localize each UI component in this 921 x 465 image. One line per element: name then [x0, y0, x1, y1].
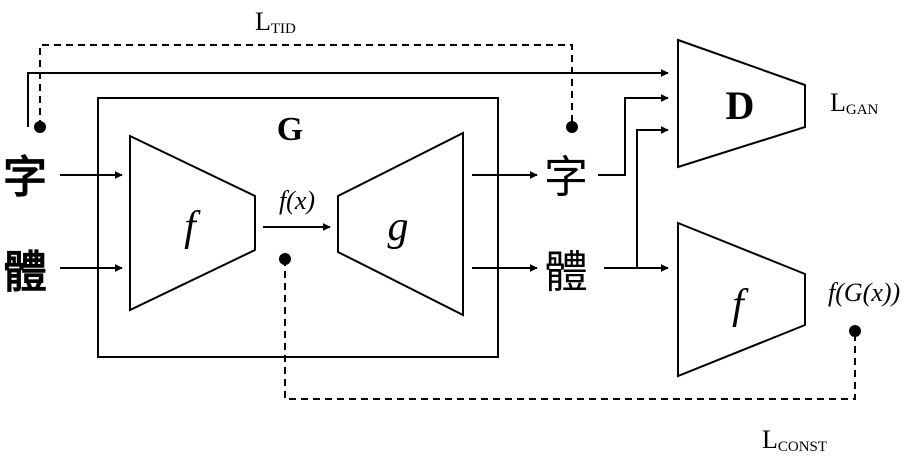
discriminator-d — [677, 38, 806, 169]
input-char-zi: 字 — [3, 153, 47, 202]
encoder-f — [129, 134, 256, 312]
decoder-g — [337, 131, 464, 317]
const-loss-path — [284, 259, 856, 400]
gan-loss-label: LGAN — [830, 88, 879, 118]
output-char-ti: 體 — [544, 248, 588, 297]
output-zi-to-discriminator — [598, 94, 669, 176]
tid-input-dot — [34, 121, 46, 133]
encoder-f-copy — [677, 221, 806, 378]
input-to-discriminator-line — [27, 69, 669, 127]
const-loss-label: LCONST — [762, 425, 827, 455]
embedding-label: f(x) — [279, 186, 315, 215]
generator-box — [97, 97, 499, 358]
tid-loss-path — [39, 44, 573, 127]
generator-label: G — [277, 111, 303, 148]
decoder-g-label: g — [388, 204, 409, 250]
tid-output-dot — [566, 121, 578, 133]
output-embedding-label: f(G(x)) — [828, 278, 900, 307]
discriminator-label: D — [726, 83, 755, 128]
const-output-dot — [849, 325, 861, 337]
input-char-ti: 體 — [3, 248, 47, 297]
tid-loss-label: LTID — [255, 7, 296, 37]
output-ti-to-discriminator — [604, 126, 669, 269]
output-char-zi: 字 — [544, 153, 588, 202]
